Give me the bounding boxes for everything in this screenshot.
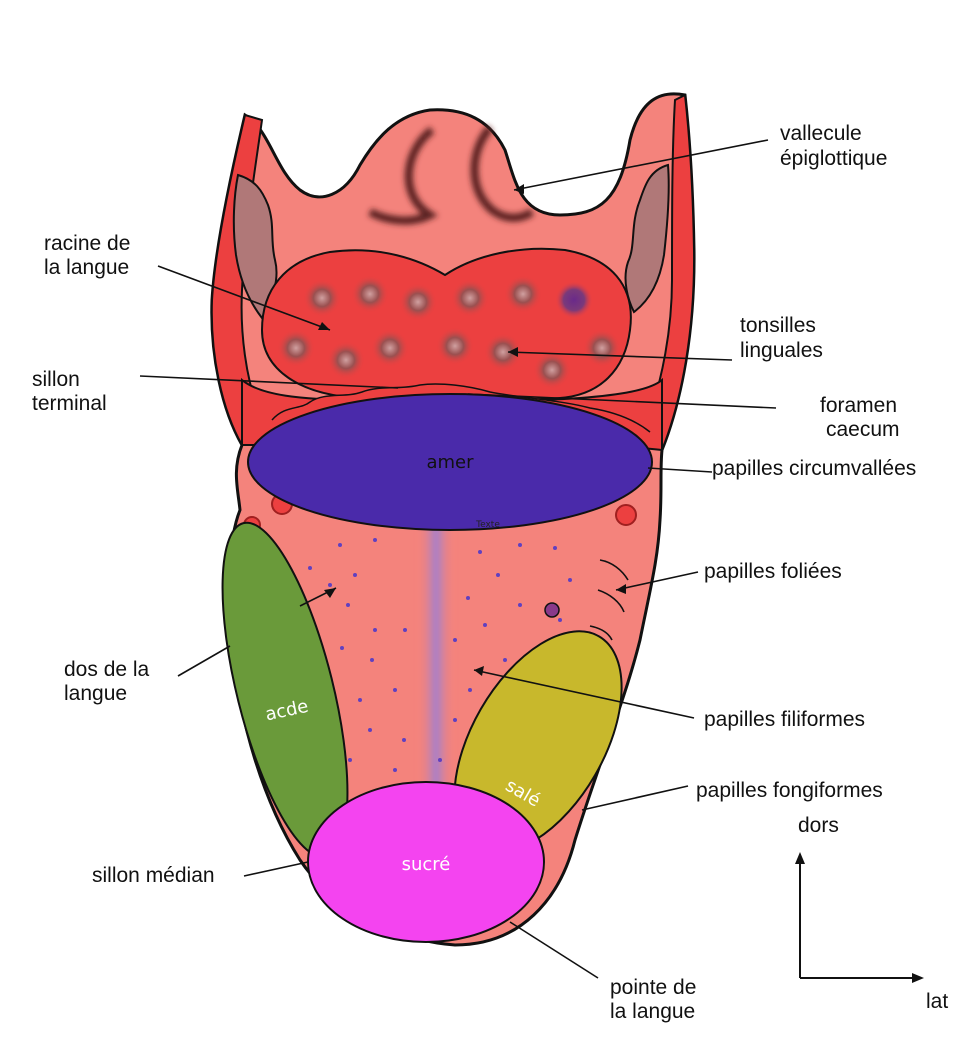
amer-label: amer: [426, 452, 474, 473]
label-dos-1: dos de la: [64, 658, 150, 681]
lead-sillon-terminal: [139, 375, 399, 389]
label-foliees: papilles foliées: [704, 560, 842, 583]
label-tonsilles-1: tonsilles: [740, 314, 816, 337]
foliate-ridge-1: [599, 559, 629, 581]
lead-sillon-median: [243, 861, 309, 877]
papilla-right-1: [615, 504, 637, 526]
label-vallecule-2: épiglottique: [780, 147, 887, 170]
amer-zone: [247, 393, 653, 531]
label-pointe-1: pointe de: [610, 976, 696, 999]
texte-label: Texte: [475, 520, 500, 530]
label-foramen-2: caecum: [826, 418, 900, 441]
axis-dors-label: dors: [798, 814, 839, 837]
taste-zones: amer Texte acde salé sucré: [221, 393, 653, 943]
lingual-tonsils: [277, 275, 621, 389]
label-vallecule-1: vallecule: [780, 122, 862, 145]
label-racine-2: la langue: [44, 256, 129, 279]
label-tonsilles-2: linguales: [740, 339, 823, 362]
label-foramen-1: foramen: [820, 394, 897, 417]
orientation-axes: dors lat: [795, 814, 948, 1013]
arrow-filiformes: [474, 666, 484, 676]
median-sulcus: [418, 520, 454, 790]
arrow-dos: [324, 588, 336, 598]
lead-pointe: [509, 921, 599, 979]
axis-horizontal-arrow: [912, 973, 924, 983]
label-racine-1: racine de: [44, 232, 130, 255]
arrow-tonsilles: [508, 347, 518, 357]
lead-racine: [157, 265, 331, 331]
axis-lat-label: lat: [926, 990, 948, 1013]
lead-tonsilles: [507, 351, 733, 361]
left-groove: [368, 126, 439, 225]
label-filiformes: papilles filiformes: [704, 708, 865, 731]
foliate-ridge-2: [597, 589, 625, 613]
label-pointe-2: la langue: [610, 1000, 695, 1023]
anatomy-labels: vallecule épiglottique racine de la lang…: [32, 122, 916, 1023]
lead-circumvallees: [647, 467, 713, 473]
lead-foliees: [615, 571, 699, 591]
axis-vertical-arrow: [795, 852, 805, 864]
lead-foramen: [467, 393, 777, 409]
lead-fongiformes: [581, 785, 689, 811]
lead-filiformes: [473, 669, 695, 719]
papilla-purple: [544, 602, 560, 618]
label-circumvallees: papilles circumvallées: [712, 457, 916, 480]
arrow-foliees: [616, 584, 626, 594]
lead-vallecule: [513, 139, 769, 191]
label-sillon-terminal-1: sillon: [32, 368, 80, 391]
label-fongiformes: papilles fongiformes: [696, 779, 883, 802]
arrow-racine: [318, 322, 330, 330]
arrow-vallecule: [514, 184, 524, 194]
foliate-ridge-3: [589, 625, 613, 641]
sucre-label: sucré: [402, 854, 451, 875]
right-groove: [470, 125, 535, 222]
label-dos-2: langue: [64, 682, 127, 705]
label-sillon-median: sillon médian: [92, 864, 215, 887]
label-sillon-terminal-2: terminal: [32, 392, 107, 415]
leader-lines: [139, 139, 777, 979]
lead-dos: [177, 645, 231, 677]
